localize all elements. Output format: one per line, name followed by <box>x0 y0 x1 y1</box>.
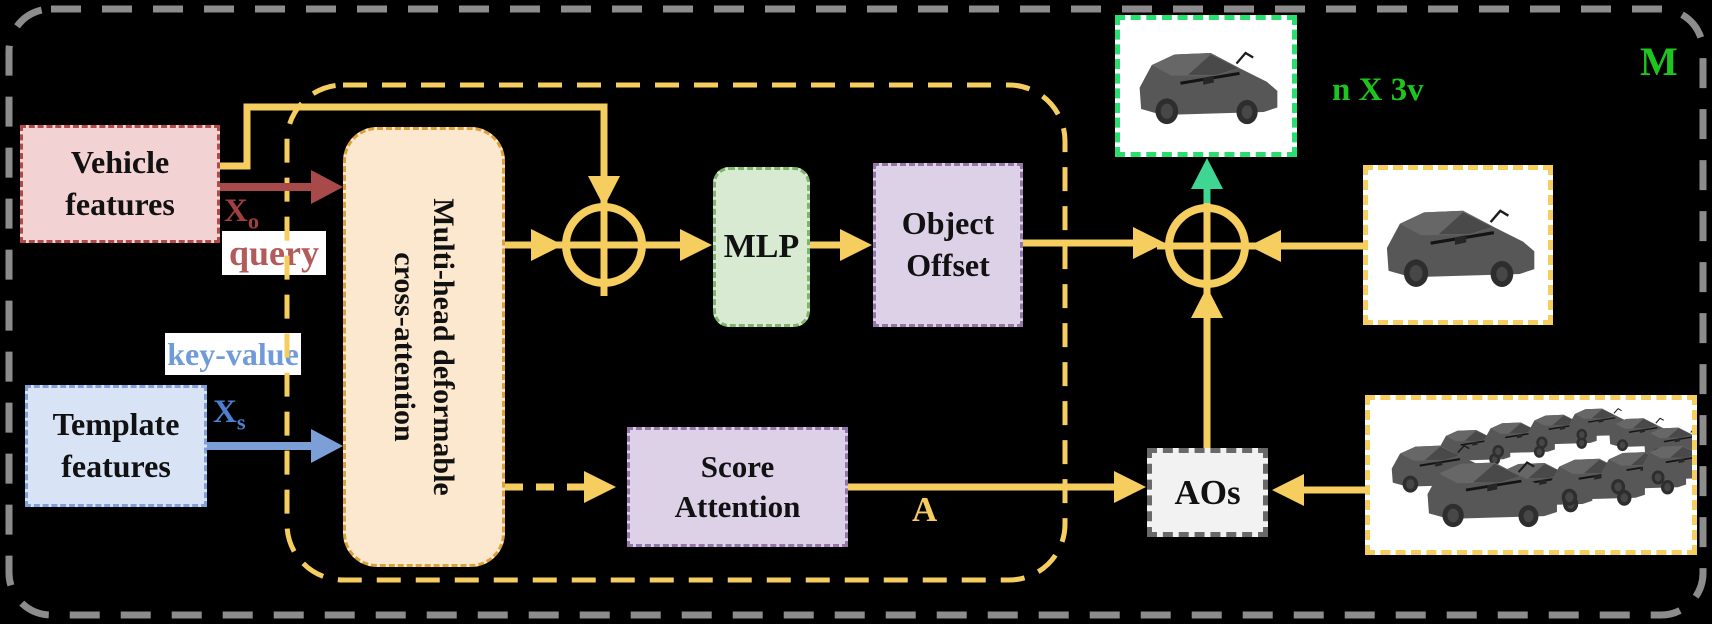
vertices-count-label: n X 3v <box>1332 72 1424 108</box>
anchor-templates-render <box>1370 400 1692 550</box>
score-attention-line1: Score <box>700 448 775 484</box>
template-features-line1: Template <box>52 406 180 443</box>
template-features-line2: features <box>61 448 171 484</box>
mlp-box: MLP <box>713 167 810 327</box>
object-offset-line2: Offset <box>906 247 990 283</box>
vehicle-features-line1: Vehicle <box>70 144 170 181</box>
key-value-label: key-value <box>165 333 301 375</box>
query-label: query <box>222 231 326 275</box>
score-to-aos-arrow <box>848 471 1146 503</box>
aos-label: AOs <box>1174 472 1241 512</box>
attention-to-sum-arrow <box>505 229 563 261</box>
key-value-text: key-value <box>167 335 299 372</box>
mlp-label: MLP <box>723 227 800 265</box>
vehicle-features-box: Vehicle features <box>20 125 220 243</box>
attention-matrix-label: A <box>912 490 938 529</box>
aos-to-sum2-arrow <box>1191 287 1223 448</box>
object-offset-box: Object Offset <box>873 163 1023 327</box>
cross-attention-rotated-text: Multi-head deformable cross-attention <box>349 132 499 562</box>
cross-attention-line1: Multi-head deformable <box>427 198 460 496</box>
anchors-to-aos-arrow <box>1272 474 1365 506</box>
xo-label: Xo <box>224 193 259 235</box>
query-text: query <box>229 233 319 273</box>
sum-node-2 <box>1157 196 1257 296</box>
score-attention-line2: Attention <box>674 489 801 524</box>
sum2-to-output-green-arrow <box>1191 158 1223 203</box>
aos-box: AOs <box>1147 448 1268 537</box>
xs-base: X <box>213 394 237 430</box>
mesh-output-label: M <box>1640 39 1678 84</box>
output-car-render <box>1120 20 1292 152</box>
mean-template-car-render <box>1368 170 1548 320</box>
template-to-sum2-arrow <box>1249 230 1363 262</box>
sum-node-1 <box>554 196 654 296</box>
offset-to-sum2-arrow <box>1023 227 1165 259</box>
cross-attention-line2: cross-attention <box>388 252 421 442</box>
xs-sub: s <box>236 409 246 435</box>
xo-base: X <box>224 193 248 229</box>
mean-template-image <box>1363 165 1553 325</box>
arrowhead-down-into-sum1 <box>588 176 620 207</box>
sum-to-mlp-arrow <box>645 229 712 261</box>
anchor-templates-image <box>1365 395 1697 555</box>
vehicle-features-line2: features <box>65 186 175 222</box>
template-features-box: Template features <box>25 385 207 507</box>
xo-sub: o <box>247 208 260 234</box>
attention-to-score-dashed-arrow <box>505 471 616 503</box>
xs-label: Xs <box>213 394 246 436</box>
score-attention-box: Score Attention <box>627 427 848 547</box>
object-offset-line1: Object <box>901 205 995 242</box>
cross-attention-box: Multi-head deformable cross-attention <box>343 127 505 567</box>
mlp-to-offset-arrow <box>810 229 872 261</box>
output-mesh-image <box>1115 15 1297 157</box>
